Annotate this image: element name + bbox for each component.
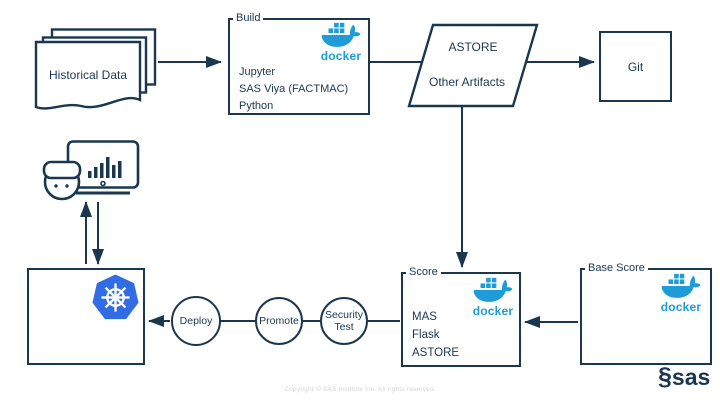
git-label: Git: [627, 59, 644, 74]
promote-circle: Promote: [255, 297, 303, 345]
docker-logo: docker: [320, 22, 362, 62]
historical-data-label: Historical Data: [48, 68, 128, 82]
score-items: MAS Flask ASTORE: [412, 308, 459, 362]
kubernetes-icon: [92, 274, 139, 320]
deploy-label: Deploy: [179, 315, 213, 327]
git-box: Git: [599, 31, 672, 102]
build-items: Jupyter SAS Viya (FACTMAC) Python: [239, 64, 348, 115]
artifacts-parallelogram: [407, 23, 539, 108]
docker-wordmark: docker: [472, 304, 514, 318]
multi-document-icon: [34, 28, 157, 110]
promote-label: Promote: [259, 315, 299, 327]
docker-wordmark: docker: [320, 49, 362, 63]
other-artifacts-label: Other Artifacts: [428, 75, 506, 89]
docker-icon: [321, 22, 361, 47]
sas-logo-glyph: §: [658, 363, 672, 391]
footer-copyright: Copyright © SAS Institute Inc. All right…: [284, 386, 436, 393]
sas-logo: § sas: [658, 364, 710, 390]
docker-wordmark: docker: [660, 300, 702, 314]
docker-logo: docker: [472, 277, 514, 317]
score-legend: Score: [406, 265, 441, 279]
docker-icon: [473, 277, 513, 302]
docker-icon: [661, 273, 701, 298]
score-item: MAS: [412, 311, 437, 323]
docker-logo: docker: [660, 273, 702, 313]
build-item: Python: [239, 100, 274, 112]
score-box: Score docker MAS Flask ASTORE: [401, 265, 521, 367]
build-legend: Build: [233, 11, 264, 25]
base-score-legend: Base Score: [585, 261, 648, 275]
security-test-label: Security Test: [325, 309, 363, 333]
deploy-circle: Deploy: [171, 296, 221, 346]
base-score-box: Base Score docker: [580, 261, 712, 365]
build-box: Build docker Jupyter SAS Viya (FACTMAC) …: [228, 11, 370, 115]
score-item: ASTORE: [412, 347, 460, 359]
build-item: SAS Viya (FACTMAC): [239, 83, 349, 95]
kubernetes-box: [27, 268, 145, 365]
astore-label: ASTORE: [448, 40, 498, 54]
analyst-monitor-icon: [42, 140, 140, 201]
build-item: Jupyter: [239, 66, 276, 78]
score-item: Flask: [412, 329, 440, 341]
security-test-circle: Security Test: [320, 297, 368, 345]
sas-logo-text: sas: [671, 364, 711, 390]
